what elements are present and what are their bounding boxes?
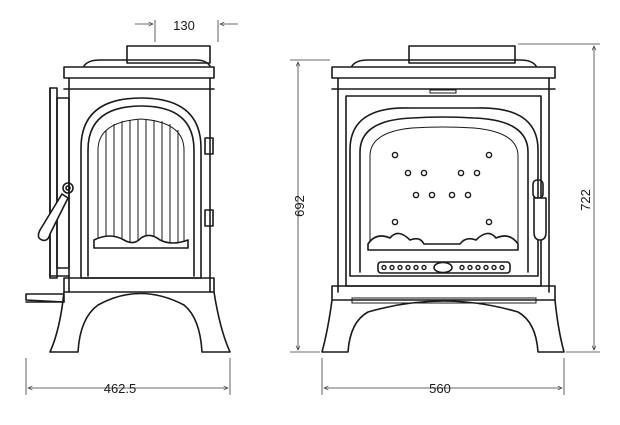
dimension-692: 692	[290, 59, 330, 353]
front-door-frame	[349, 107, 539, 277]
dimension-462-5: 462.5	[25, 358, 231, 396]
dim-label-692: 692	[292, 195, 307, 217]
dim-label-722: 722	[578, 189, 593, 211]
front-top-plate	[331, 66, 556, 79]
front-door-handle	[532, 179, 547, 241]
side-legs	[49, 291, 231, 353]
front-rivets	[391, 151, 493, 226]
side-body-outline	[68, 77, 211, 293]
front-body-outline	[337, 77, 550, 293]
front-legs	[321, 299, 565, 353]
front-flue-collar	[408, 45, 516, 64]
dim-label-560: 560	[429, 381, 451, 396]
dimension-722: 722	[518, 43, 600, 353]
side-door-frame	[80, 97, 202, 279]
side-rear-panel	[49, 87, 70, 277]
side-door-handle	[37, 182, 74, 242]
side-top-rim	[83, 59, 211, 67]
front-view	[321, 45, 565, 353]
side-grate	[93, 118, 189, 249]
side-flue-collar	[126, 45, 211, 64]
dimension-560: 560	[321, 358, 565, 396]
front-log-fret	[367, 232, 519, 251]
dim-label-462-5: 462.5	[104, 381, 137, 396]
dimension-130: 130	[135, 18, 238, 42]
dim-label-130: 130	[173, 18, 195, 33]
side-view	[25, 45, 231, 353]
front-air-vent	[377, 261, 511, 274]
side-top-plate	[63, 66, 215, 79]
